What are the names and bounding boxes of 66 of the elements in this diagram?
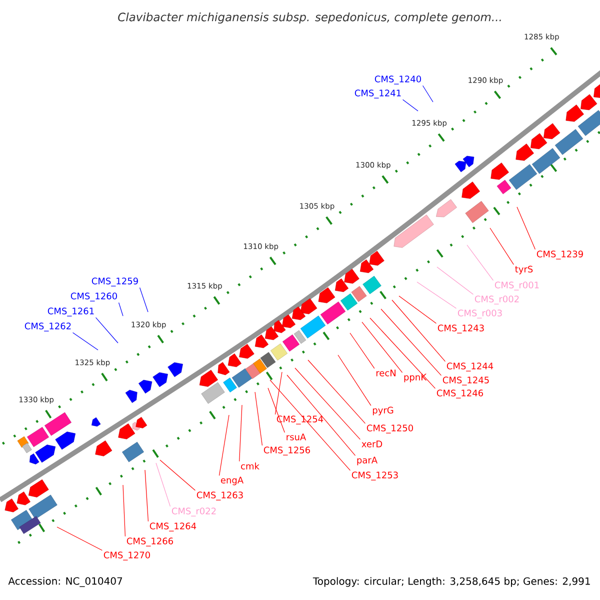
- leader-line: [95, 317, 118, 344]
- leader-line: [218, 414, 230, 476]
- leader-line: [239, 404, 242, 462]
- leader-line: [436, 266, 474, 295]
- leader-line: [294, 368, 360, 440]
- gene-label: CMS_1260: [70, 292, 117, 302]
- leader-line: [56, 526, 103, 551]
- gene-label: pyrG: [372, 406, 394, 416]
- gene-label: tyrS: [515, 266, 533, 274]
- leader-line: [268, 388, 285, 433]
- leader-line: [516, 206, 536, 250]
- gene-label: CMS_1270: [104, 552, 150, 560]
- gene-label: CMS_1263: [196, 492, 243, 500]
- gene-label: CMS_1259: [92, 278, 138, 286]
- leader-line: [144, 470, 149, 522]
- gene-label: CMS_1243: [438, 324, 484, 334]
- gene-label: CMS_1264: [150, 522, 196, 532]
- gene-label: engA: [220, 476, 244, 486]
- leader-line: [286, 374, 356, 456]
- gene-label: recN: [376, 370, 396, 376]
- gene-label: rsuA: [286, 434, 306, 440]
- leader-line: [122, 484, 126, 537]
- gene-label: CMS_1240: [374, 76, 421, 84]
- gene-label: xerD: [362, 440, 382, 448]
- leader-line: [270, 380, 351, 471]
- accession-text: Accession: NC_010407: [8, 577, 122, 587]
- title: Clavibacter michiganensis subsp. sepedonicus, complete genom...: [118, 12, 501, 24]
- gene-label: CMS_1245: [442, 376, 489, 386]
- gene-label: cmk: [241, 462, 260, 470]
- gene-label: CMS_1262: [24, 322, 71, 332]
- leader-line: [362, 322, 403, 373]
- gene-label: CMS_1239: [536, 250, 583, 260]
- gene-label: CMS_r002: [474, 296, 519, 304]
- leader-line: [139, 287, 148, 312]
- leader-line: [490, 228, 514, 265]
- gene-label: CMS_r022: [172, 508, 216, 516]
- leader-line: [156, 462, 171, 507]
- gene-label: CMS_1261: [48, 308, 94, 316]
- gene-label: ppnK: [404, 374, 427, 382]
- leader-line: [392, 300, 446, 362]
- gene-label: CMS_r003: [458, 310, 502, 318]
- gene-label: CMS_1241: [354, 90, 401, 98]
- gene-label: CMS_1250: [366, 424, 413, 434]
- leader-line: [274, 372, 282, 415]
- gene-label: CMS_1253: [352, 472, 398, 480]
- leader-line: [160, 460, 196, 491]
- leader-line: [370, 318, 436, 389]
- leader-line: [118, 302, 124, 316]
- leader-line: [350, 332, 375, 369]
- gene-label: parA: [357, 456, 378, 466]
- gene-label: CMS_1244: [446, 362, 494, 372]
- leader-line: [402, 99, 418, 112]
- leader-line: [380, 308, 442, 376]
- gene-label: CMS_1246: [436, 390, 484, 398]
- gene-label: CMS_r001: [494, 282, 539, 290]
- leader-line: [308, 360, 366, 424]
- leader-line: [466, 244, 494, 281]
- genome-info-text: Topology: circular; Length: 3,258,645 bp; Genes: 2,991: [312, 577, 590, 587]
- leader-line: [338, 354, 372, 406]
- leader-line: [422, 85, 434, 102]
- leader-line: [398, 296, 437, 324]
- leader-line: [72, 332, 98, 350]
- leader-line: [416, 282, 457, 309]
- gene-label: CMS_1256: [264, 446, 310, 456]
- leader-line: [254, 392, 263, 446]
- gene-label: CMS_1266: [126, 538, 174, 546]
